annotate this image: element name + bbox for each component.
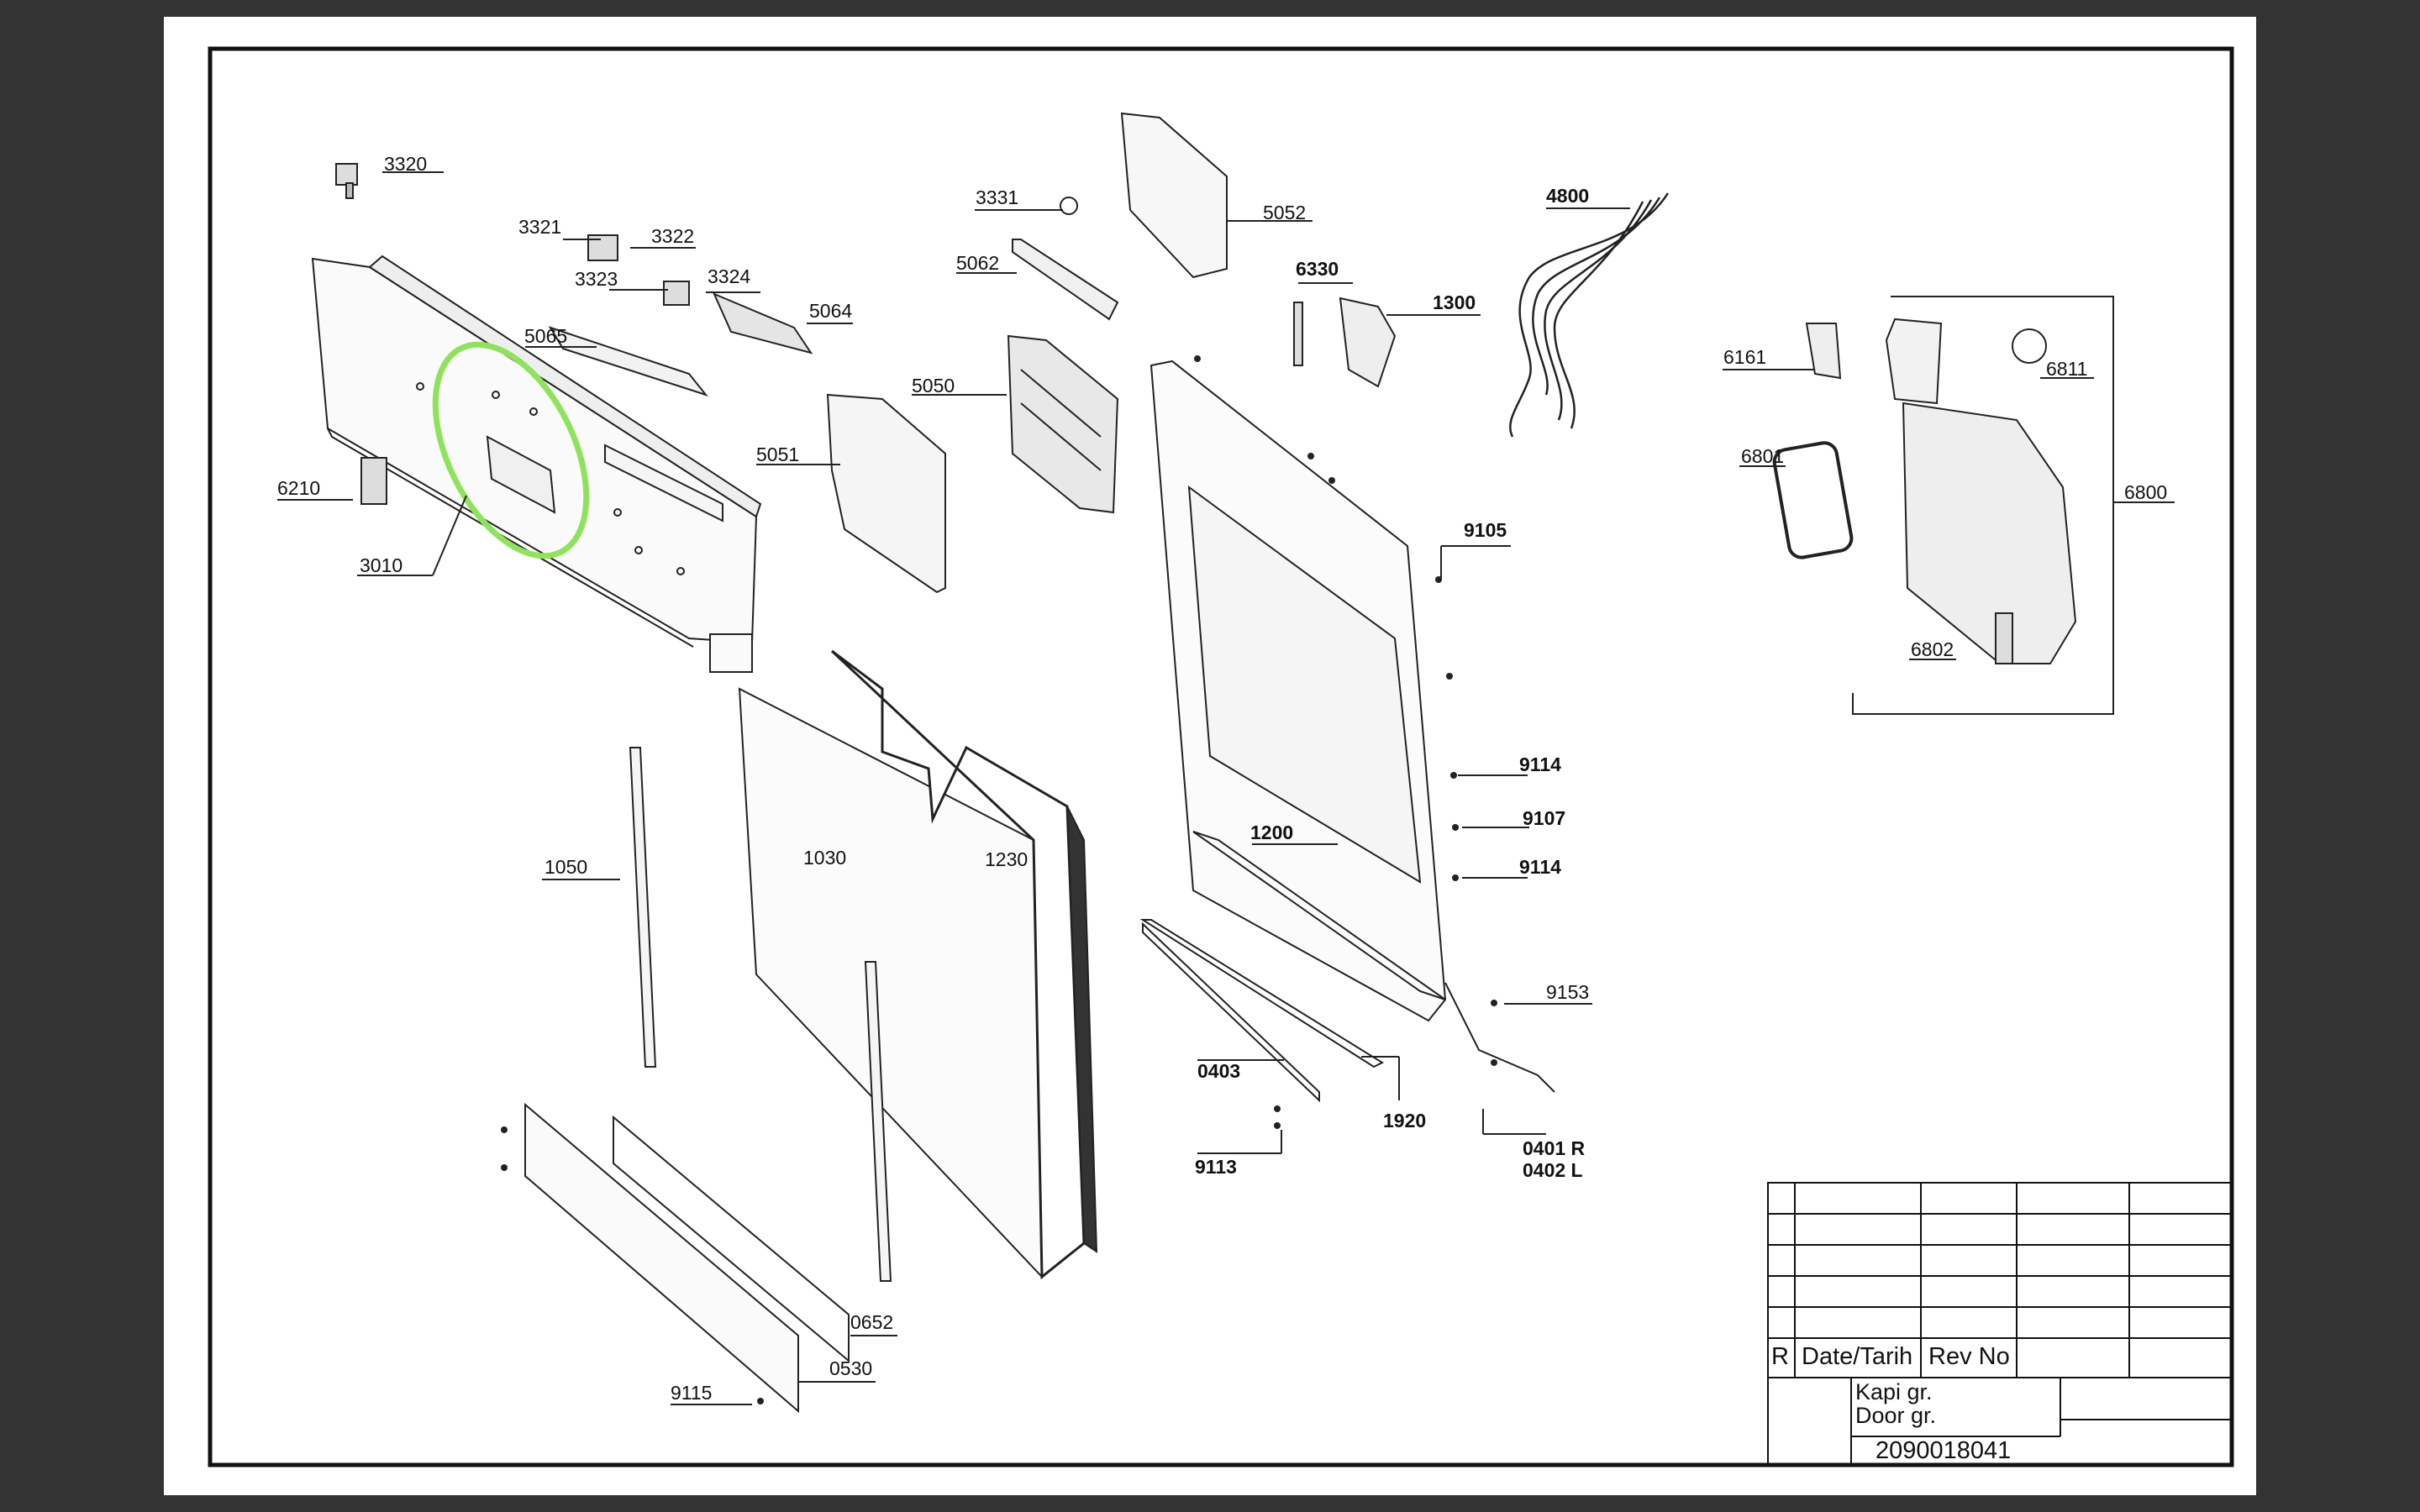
rev-no-column-label: Rev No	[1928, 1343, 2010, 1370]
screws	[501, 355, 1497, 1404]
dispenser-assembly	[1772, 296, 2114, 715]
bracket-part	[826, 393, 946, 594]
bottom-strips	[1139, 919, 1555, 1103]
kick-plate	[524, 1102, 850, 1414]
title-english: Door gr.	[1855, 1403, 1937, 1428]
latch-parts	[1293, 297, 1397, 388]
leader-lines	[277, 171, 2175, 1405]
outer-door-panel	[738, 649, 1098, 1280]
drawing-number: 2090018041	[1876, 1437, 2012, 1464]
revision-column-label: R	[1771, 1343, 1789, 1370]
pcb-part	[1007, 334, 1119, 514]
control-panel-part	[311, 255, 762, 673]
highlight-ellipse	[432, 341, 590, 559]
date-column-label: Date/Tarih	[1802, 1343, 1913, 1370]
side-rails	[629, 747, 892, 1282]
inner-door-panel	[1150, 360, 1447, 1022]
module-parts-top	[1012, 112, 1228, 321]
cable-harness	[1509, 192, 1670, 438]
drawing-border	[208, 46, 2234, 1467]
small-parts-top-left	[335, 163, 813, 505]
title-block-grid	[1767, 1182, 2233, 1466]
title-turkish: Kapi gr.	[1855, 1379, 1933, 1404]
